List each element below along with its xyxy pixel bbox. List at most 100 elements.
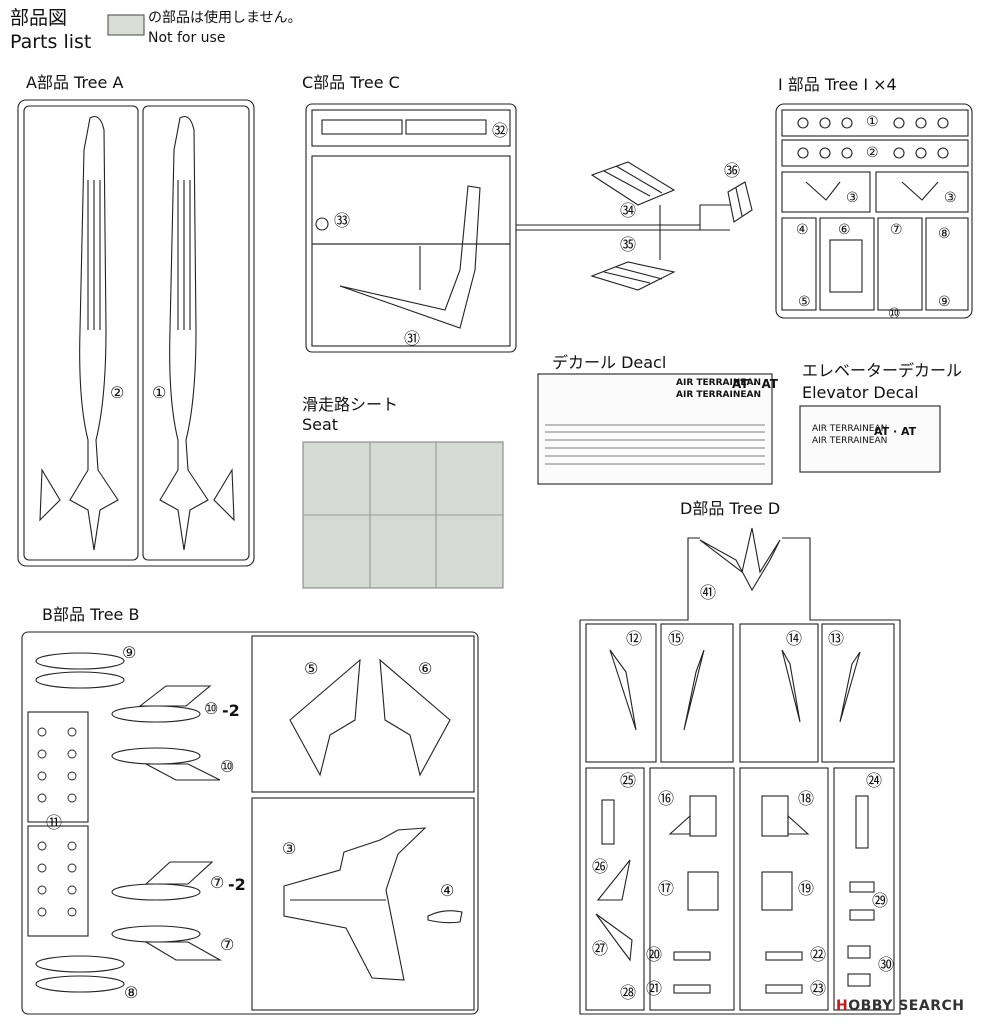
decal-text-1: AIR TERRAINEAN [676, 378, 762, 388]
tree-i-runner [775, 103, 973, 319]
fuselage-part-1 [159, 115, 235, 551]
grid-part-36 [727, 181, 753, 223]
tree-c-label: C部品 Tree C [302, 73, 400, 92]
d-tailplane-41 [699, 527, 781, 592]
part-number: ㉔ [866, 771, 883, 790]
part-number: ⑯ [658, 789, 675, 808]
legend-label-en: Not for use [148, 30, 226, 46]
part-number: ④ [796, 222, 809, 238]
part-number: ⑱ [798, 789, 815, 808]
part-number: ⑮ [668, 629, 685, 648]
d-block-19 [761, 871, 793, 911]
tree-a-runner [17, 99, 255, 567]
d-bar-24 [855, 795, 869, 849]
part-number: ⑩ [888, 306, 901, 322]
part-suffix: -2 [222, 701, 240, 720]
seat-label-ja: 滑走路シート [302, 395, 399, 414]
b-delta-wing-3 [283, 827, 427, 981]
decal-stripes [545, 424, 765, 465]
part-number: ⑦ [210, 873, 225, 892]
grid-part-35 [590, 261, 676, 291]
d-part-29b [849, 909, 875, 921]
part-number: ㊱ [724, 161, 741, 180]
elevator-decal-label-en: Elevator Decal [802, 383, 919, 402]
d-part-27 [595, 913, 633, 962]
part-number: ⑨ [122, 643, 137, 662]
d-part-29a [849, 881, 875, 893]
decal-text-2: AIR TERRAINEAN [676, 390, 762, 400]
seat-sheet [302, 441, 504, 589]
elevator-decal-label-ja: エレベーターデカール [802, 361, 963, 380]
part-number: ㊶ [700, 583, 717, 602]
part-number: ㉓ [810, 979, 827, 998]
part-number: ③ [846, 190, 859, 206]
d-fin-13 [839, 651, 861, 723]
b-fin-7-2 [144, 861, 214, 885]
tree-d-runner [579, 537, 901, 1015]
part-number: ㉕ [620, 771, 637, 790]
wing-part-32 [321, 119, 487, 135]
part-number: ② [866, 145, 879, 161]
legend-label-ja: の部品は使用しません。 [148, 10, 302, 26]
part-number: ⑭ [786, 629, 803, 648]
tree-i-label: I 部品 Tree I ×4 [778, 75, 897, 94]
part-number: ㉛ [404, 329, 421, 348]
part-number: ① [152, 383, 167, 402]
elevator-decal-text-1: AIR TERRAINEAN [812, 424, 888, 434]
b-wing-part-6 [379, 658, 451, 777]
tail-fin-part-31 [339, 185, 481, 329]
tree-d-label: D部品 Tree D [680, 499, 781, 518]
fuselage-part-2 [39, 115, 119, 551]
d-part-30b [847, 973, 871, 987]
d-wing-16 [668, 814, 691, 835]
part-number: ⑦ [220, 935, 235, 954]
page-title-en: Parts list [10, 31, 92, 53]
part-number: ㉟ [620, 235, 637, 254]
part-number: ⑫ [626, 629, 643, 648]
part-number: ㉑ [646, 979, 663, 998]
seat-label-en: Seat [302, 415, 339, 434]
part-number: ⑬ [828, 629, 845, 648]
i-wheels-row2 [797, 147, 949, 159]
d-part-25-plate [601, 799, 615, 845]
d-bar-20 [673, 951, 711, 961]
elevator-decal-mark: AT · AT [874, 425, 917, 438]
i-v-strut-left [805, 181, 841, 201]
i-wheels-row1 [797, 117, 949, 129]
part-number: ② [110, 383, 125, 402]
b-fin-7 [144, 941, 223, 961]
part-number: ㉚ [878, 955, 895, 974]
part-number: ③ [282, 839, 297, 858]
part-number: ㉒ [810, 945, 827, 964]
part-number: ⑤ [798, 294, 811, 310]
i-v-strut-right [901, 181, 939, 201]
decal-mark: AT · AT [732, 377, 778, 391]
part-number: ⑪ [46, 813, 63, 832]
part-number: ⑨ [938, 294, 951, 310]
d-part-26 [596, 859, 631, 901]
d-fin-12 [609, 649, 637, 731]
part-number: ⑦ [890, 222, 903, 238]
part-number: ⑲ [798, 879, 815, 898]
part-number: ㉖ [592, 857, 609, 876]
i-part-6-box [829, 239, 863, 293]
part-number: ③ [944, 190, 957, 206]
part-number: ④ [440, 881, 455, 900]
part-number: ① [866, 114, 879, 130]
part-number: ⑥ [418, 659, 433, 678]
part-suffix: -2 [228, 875, 246, 894]
part-number: ⑧ [938, 226, 951, 242]
b-rivets [37, 727, 77, 917]
part-number: ㉝ [334, 211, 351, 230]
d-bar-21 [673, 984, 711, 994]
part-number: ⑩ [220, 757, 235, 776]
decal-label: デカール Deacl [552, 353, 667, 372]
decal-sheet [537, 373, 773, 485]
tree-c-runner [305, 103, 730, 353]
part-number: ⑤ [304, 659, 319, 678]
part-number: ⑧ [124, 983, 139, 1002]
d-fin-15 [683, 649, 705, 731]
part-number: ㉘ [620, 983, 637, 1002]
elevator-decal-text-2: AIR TERRAINEAN [812, 436, 888, 446]
d-bar-22 [765, 951, 803, 961]
